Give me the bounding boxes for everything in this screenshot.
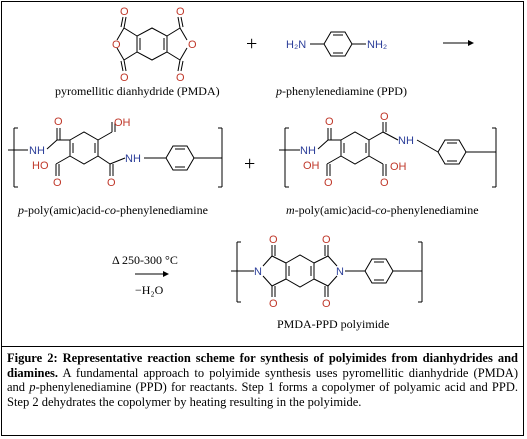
meta-copolymer-structure: NH O O NH OH O OH O (279, 111, 497, 189)
pmda-structure: O O O O O O (112, 6, 197, 84)
atom-n: N (336, 266, 344, 278)
atom-o: O (112, 39, 121, 51)
atom-o: O (176, 6, 185, 18)
amine-right-label: NH₂ (367, 39, 387, 51)
atom-o: O (188, 39, 197, 51)
atom-n: N (254, 266, 262, 278)
atom-o: O (269, 234, 278, 246)
atom-o: O (54, 116, 63, 128)
atom-o: O (120, 72, 129, 84)
atom-o: O (107, 177, 116, 189)
ppd-structure: H₂N NH₂ (286, 31, 387, 57)
para-copolymer-structure: NH O OH HO O O NH (8, 116, 223, 189)
meta-copolymer-label: m-poly(amic)acid-co-phenylenediamine (286, 203, 479, 217)
caption-text: A fundamental approach to polyimide synt… (7, 365, 518, 395)
atom-o: O (322, 298, 331, 310)
atom-o: O (380, 111, 389, 123)
caption-title: Figure 2: Representative reaction scheme… (7, 351, 518, 380)
atom-nh: NH (398, 135, 414, 147)
reaction-scheme: O O O O O O pyromellitic dianhydride (PM… (8, 6, 497, 331)
caption-italic: p (29, 380, 36, 394)
atom-o: O (53, 177, 62, 189)
figure-caption: Figure 2: Representative reaction scheme… (1, 346, 524, 437)
reaction-arrow (135, 271, 169, 277)
atom-nh: NH (300, 145, 316, 157)
atom-oh: OH (114, 117, 131, 129)
atom-o: O (176, 72, 185, 84)
atom-o: O (120, 6, 129, 18)
water-loss-label: −H₂O (135, 283, 164, 297)
plus-sign: + (246, 33, 257, 55)
atom-o: O (269, 298, 278, 310)
plus-sign: + (244, 153, 255, 175)
polyimide-label: PMDA-PPD polyimide (277, 317, 389, 331)
atom-nh: NH (29, 145, 45, 157)
amine-left-label: H₂N (286, 39, 306, 51)
atom-o: O (380, 177, 389, 189)
atom-nh: NH (125, 153, 141, 165)
polyimide-structure: N O O O O N (231, 234, 423, 310)
reaction-arrow (443, 40, 474, 46)
atom-ho: HO (32, 160, 49, 172)
pmda-label: pyromellitic dianhydride (PMDA) (55, 84, 220, 98)
atom-o: O (325, 116, 334, 128)
atom-o: O (322, 234, 331, 246)
atom-o: O (324, 177, 333, 189)
para-copolymer-label: p-poly(amic)acid-co-phenylenediamine (17, 203, 208, 217)
ppd-label: p-phenylenediamine (PPD) (275, 84, 407, 98)
heating-condition: Δ 250-300 °C (112, 253, 178, 267)
atom-oh: OH (390, 161, 407, 173)
atom-oh: OH (303, 160, 320, 172)
caption-text: -phenylenediamine (PPD) for reactants. S… (7, 380, 518, 409)
